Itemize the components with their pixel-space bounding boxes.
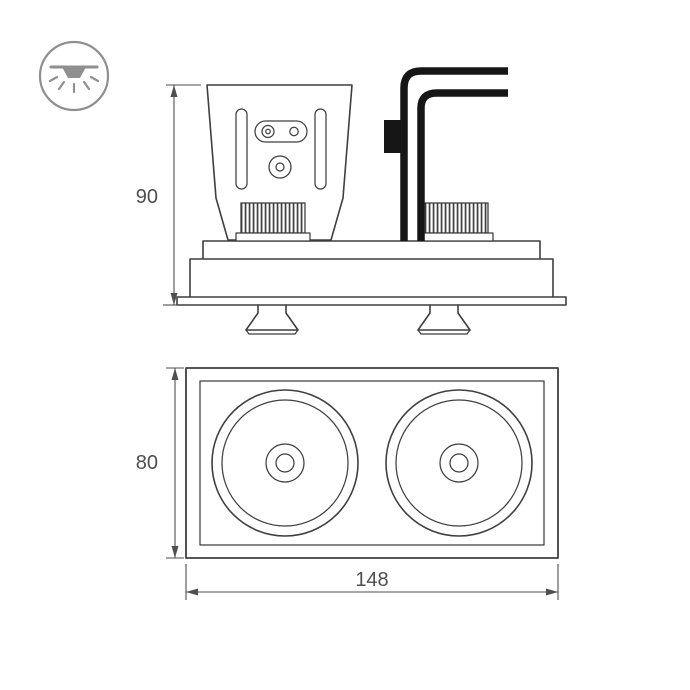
arrowhead-up — [171, 368, 179, 380]
bracket-slot-right — [314, 108, 327, 190]
frame-top-plate — [202, 240, 541, 259]
bottom-view-width-dimension: 148 — [185, 564, 559, 600]
frame-body — [189, 258, 554, 297]
bracket-screw-left — [261, 124, 275, 139]
mounting-bracket — [206, 84, 353, 241]
side-view-height-dimension: 90 — [136, 84, 201, 306]
bottom-width-value: 148 — [355, 569, 388, 591]
side-view-drawing — [176, 67, 567, 335]
arrowhead-right — [546, 588, 558, 596]
side-height-value: 90 — [136, 186, 158, 208]
light-cone-right — [417, 304, 471, 335]
bottom-view-height-dimension: 80 — [136, 367, 184, 559]
trim-inner-outline — [199, 380, 545, 546]
heatsink-right — [418, 202, 494, 242]
cable-inner — [417, 89, 508, 241]
bracket-slot-left — [235, 108, 248, 190]
bottom-view-drawing — [185, 367, 559, 559]
bottom-height-value: 80 — [136, 452, 158, 474]
trim-frame — [176, 240, 567, 306]
frame-flange — [176, 296, 567, 306]
lamp-aperture-right — [385, 389, 533, 537]
power-cables — [384, 67, 508, 241]
cable-outer — [400, 67, 508, 241]
bracket-screw-right — [289, 126, 299, 137]
arrowhead-down — [171, 546, 179, 558]
icon-light-rays — [48, 75, 100, 94]
heatsink-left — [235, 202, 311, 242]
icon-fixture-shape — [62, 67, 86, 78]
light-cone-left — [245, 304, 299, 335]
bracket-adjust-slot — [254, 120, 308, 143]
trim-outline — [185, 367, 559, 559]
arrowhead-left — [186, 588, 198, 596]
cable-connector — [384, 120, 401, 153]
bracket-pivot — [268, 155, 292, 179]
lamp-aperture-left — [211, 389, 359, 537]
arrowhead-up — [170, 85, 178, 97]
recessed-downlight-icon — [38, 40, 110, 112]
icon-circle-border — [38, 40, 110, 112]
arrowhead-down — [170, 293, 178, 305]
